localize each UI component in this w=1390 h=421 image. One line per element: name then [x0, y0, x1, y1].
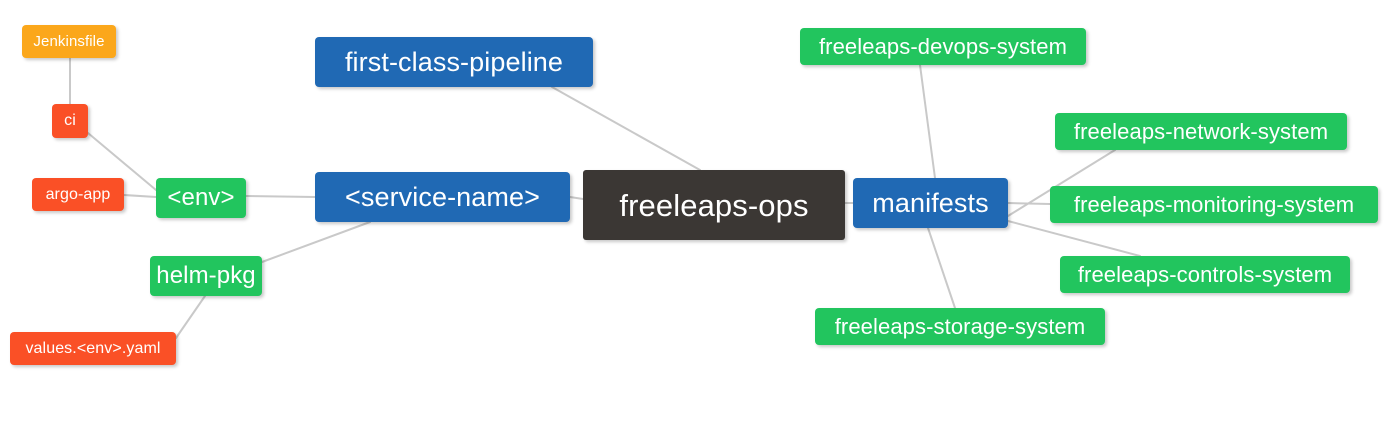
node-service[interactable]: <service-name> — [315, 172, 570, 222]
edge-env-to-service — [245, 195, 316, 198]
node-label-pipeline: first-class-pipeline — [344, 46, 564, 77]
node-controls[interactable]: freeleaps-controls-system — [1060, 256, 1350, 293]
node-label-jenkinsfile: Jenkinsfile — [33, 33, 105, 50]
node-label-controls: freeleaps-controls-system — [1077, 261, 1333, 287]
edge-manifests-to-monitoring — [1007, 202, 1051, 205]
node-label-valuesyaml: values.<env>.yaml — [25, 339, 161, 357]
node-label-service: <service-name> — [345, 181, 540, 212]
node-label-ci: ci — [64, 112, 76, 129]
node-label-env: <env> — [167, 184, 235, 211]
node-label-network: freeleaps-network-system — [1073, 118, 1329, 144]
node-label-storage: freeleaps-storage-system — [834, 313, 1086, 339]
node-argoapp[interactable]: argo-app — [32, 178, 124, 211]
node-label-manifests: manifests — [872, 187, 989, 218]
node-ci[interactable]: ci — [52, 104, 88, 138]
node-label-root: freeleaps-ops — [619, 187, 809, 223]
node-network[interactable]: freeleaps-network-system — [1055, 113, 1347, 150]
node-storage[interactable]: freeleaps-storage-system — [815, 308, 1105, 345]
node-pipeline[interactable]: first-class-pipeline — [315, 37, 593, 87]
edge-helm-to-service — [261, 221, 371, 263]
node-devops[interactable]: freeleaps-devops-system — [800, 28, 1086, 65]
edge-valuesyaml-to-helm — [175, 295, 206, 339]
node-label-monitoring: freeleaps-monitoring-system — [1073, 191, 1355, 217]
node-valuesyaml[interactable]: values.<env>.yaml — [10, 332, 176, 365]
edge-pipeline-to-root — [551, 86, 701, 171]
node-label-argoapp: argo-app — [45, 185, 111, 203]
node-manifests[interactable]: manifests — [853, 178, 1008, 228]
edge-manifests-to-devops — [919, 64, 936, 179]
node-monitoring[interactable]: freeleaps-monitoring-system — [1050, 186, 1378, 223]
node-jenkinsfile[interactable]: Jenkinsfile — [22, 25, 116, 58]
node-env[interactable]: <env> — [156, 178, 246, 218]
edge-argoapp-to-env — [123, 194, 157, 198]
edge-manifests-to-storage — [927, 227, 956, 309]
edge-manifests-to-controls — [1007, 220, 1141, 257]
node-helm[interactable]: helm-pkg — [150, 256, 262, 296]
edge-service-to-root — [569, 196, 584, 200]
node-label-helm: helm-pkg — [156, 262, 256, 289]
node-label-devops: freeleaps-devops-system — [818, 33, 1068, 59]
node-root[interactable]: freeleaps-ops — [583, 170, 845, 240]
